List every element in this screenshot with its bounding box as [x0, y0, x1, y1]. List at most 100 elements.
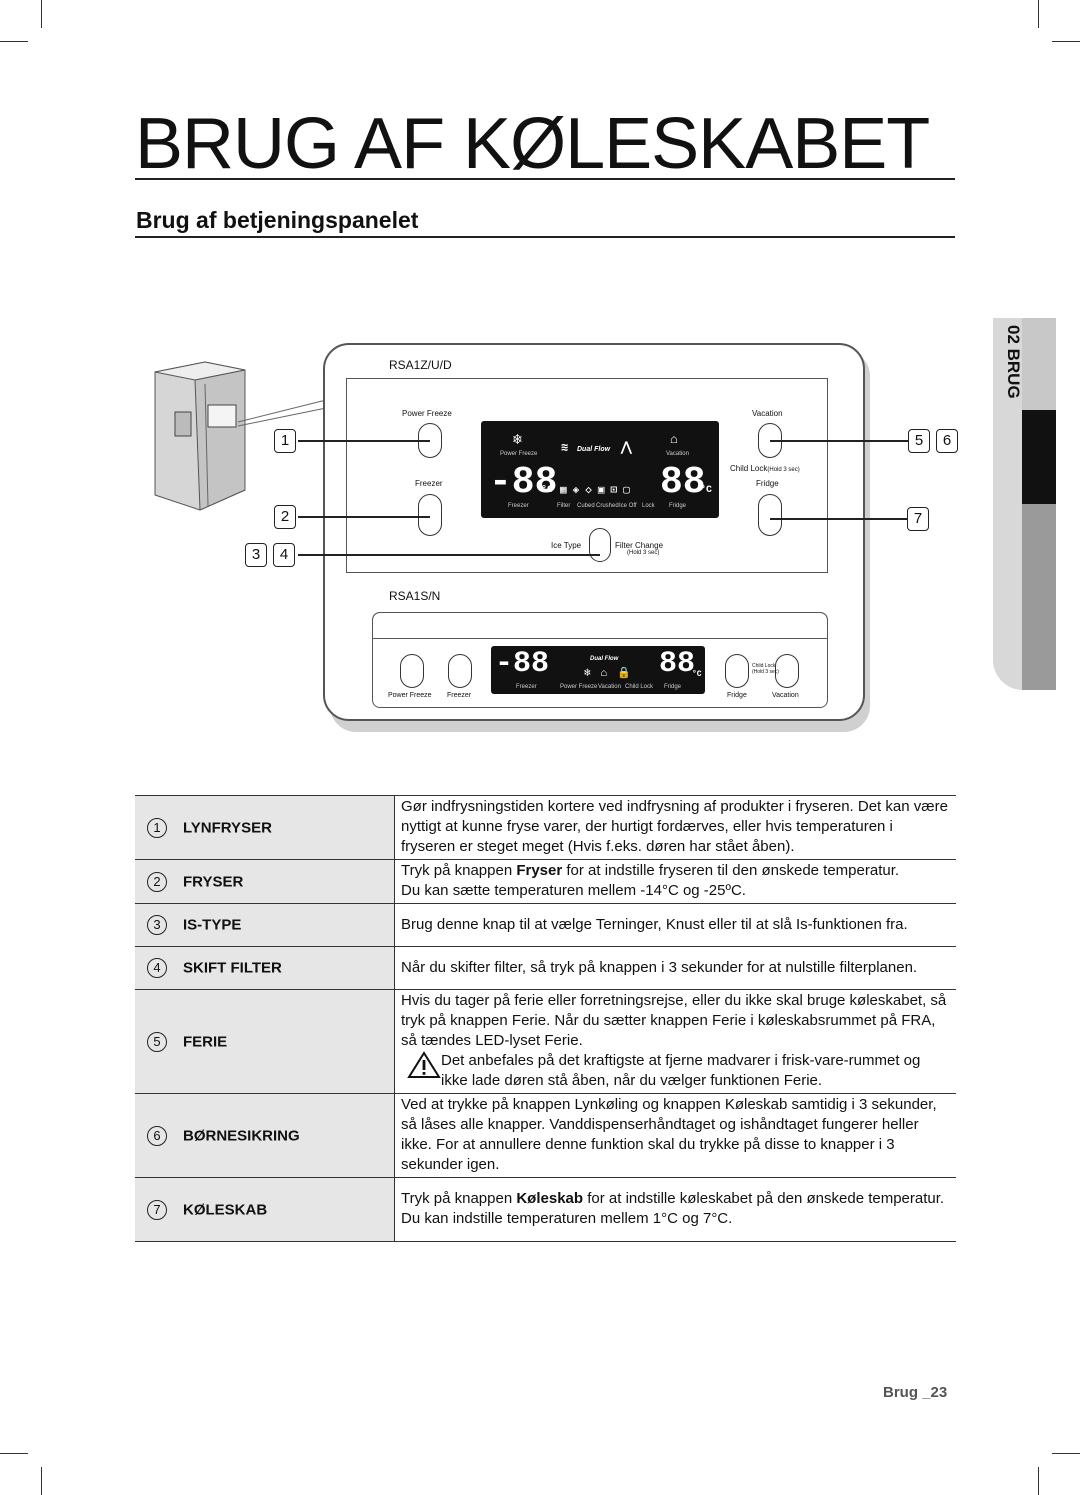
top-display: [481, 421, 719, 518]
warning-icon: [407, 1051, 441, 1078]
crop-mark: [0, 41, 28, 42]
feature-number: 2: [147, 871, 167, 892]
label-filter-change: Filter Change: [615, 541, 664, 550]
crop-mark: [41, 1467, 42, 1495]
section-rule: [135, 236, 955, 238]
callout-4: 4: [273, 543, 295, 567]
feature-description: Gør indfrysningstiden kortere ved indfry…: [394, 795, 956, 860]
dual-flow-icon: ⋀: [621, 440, 632, 455]
crop-mark: [1038, 0, 1039, 28]
feature-number: 3: [147, 915, 167, 935]
bottom-label-power-freeze: Power Freeze: [388, 692, 432, 699]
warning-text: Det anbefales på det kraftigste at fjern…: [441, 1052, 921, 1089]
page-footer: Brug _23: [883, 1384, 948, 1401]
display-label-crushed: Crushed: [596, 503, 619, 509]
crop-mark: [1052, 1453, 1080, 1454]
section-heading: Brug af betjeningspanelet: [136, 207, 419, 233]
feature-description: Hvis du tager på ferie eller forretnings…: [394, 989, 956, 1094]
feature-name: SKIFT FILTER: [183, 959, 282, 977]
feature-number: 5: [147, 1031, 167, 1052]
side-tab-light: [1022, 318, 1056, 410]
table-row: 4 SKIFT FILTER Når du skifter filter, så …: [135, 946, 956, 990]
feature-name: BØRNESIKRING: [183, 1127, 300, 1144]
feature-description: Når du skifter filter, så tryk på knappe…: [394, 946, 956, 990]
leader-line-5-6: [770, 440, 908, 442]
feature-number: 4: [147, 958, 167, 978]
feature-description: Ved at trykke på knappen Lynkøling og kn…: [394, 1093, 956, 1178]
bottom-display-icons: ❄⌂🔒: [584, 668, 641, 680]
crop-mark: [41, 0, 42, 28]
display-freezer-temp: -88: [489, 461, 558, 504]
callout-7: 7: [907, 507, 929, 531]
feature-number: 6: [147, 1125, 167, 1146]
bottom-display-label-child-lock: Child Lock: [625, 684, 654, 690]
bottom-label-freezer: Freezer: [447, 692, 472, 699]
leader-line-3-4: [298, 554, 600, 556]
leader-line-1: [298, 440, 430, 442]
bottom-display-label-freezer: Freezer: [516, 684, 537, 690]
feature-name: IS-TYPE: [183, 916, 242, 934]
feature-label-cell: 3 IS-TYPE: [135, 903, 395, 947]
crop-mark: [1052, 41, 1080, 42]
table-row: 1 LYNFRYSER Gør indfrysningstiden kortere…: [135, 795, 956, 860]
display-label-cubed: Cubed: [577, 503, 595, 509]
feature-description: Tryk på knappen Køleskab for at indstill…: [394, 1177, 956, 1242]
side-tab: [1022, 318, 1056, 690]
top-panel-frame: [346, 378, 828, 573]
label-fridge: Fridge: [756, 479, 779, 488]
vacation-icon: ⌂: [670, 432, 678, 447]
water-flow-icon: ≋: [561, 441, 569, 455]
table-row: 6 BØRNESIKRING Ved at trykke på knappen L…: [135, 1093, 956, 1178]
page-title: BRUG AF KØLESKABET: [135, 104, 930, 184]
display-unit-left: °C: [541, 485, 554, 496]
bottom-fridge-button[interactable]: [725, 654, 749, 688]
bottom-display-dual-flow: Dual Flow: [590, 656, 619, 662]
display-label-filter: Filter: [557, 503, 571, 509]
callout-3: 3: [245, 543, 267, 567]
bottom-power-freeze-button[interactable]: [400, 654, 424, 688]
label-freezer: Freezer: [415, 479, 443, 488]
display-label-ice-off: Ice Off: [619, 503, 637, 509]
bottom-label-vacation: Vacation: [772, 692, 799, 699]
bottom-display-freezer-temp: -88: [495, 647, 550, 681]
bottom-freezer-button[interactable]: [448, 654, 472, 688]
bottom-label-fridge: Fridge: [727, 692, 747, 699]
feature-name: FERIE: [183, 1033, 228, 1050]
label-child-lock: Child Lock(Hold 3 sec): [730, 464, 800, 473]
feature-label-cell: 6 BØRNESIKRING: [135, 1093, 395, 1178]
leader-line-7: [770, 518, 907, 520]
feature-name: LYNFRYSER: [183, 819, 272, 836]
bottom-display-label-power-freeze: Power Freeze: [560, 684, 598, 690]
display-label-freezer: Freezer: [508, 503, 529, 509]
ice-type-filter-button[interactable]: [589, 528, 611, 562]
table-row: 5 FERIE Hvis du tager på ferie eller forr…: [135, 989, 956, 1094]
callout-1: 1: [274, 429, 296, 453]
display-label-power-freeze: Power Freeze: [500, 451, 538, 457]
side-tab-marker: [1022, 410, 1056, 504]
callout-5: 5: [908, 429, 930, 453]
fridge-button[interactable]: [758, 494, 782, 536]
warning-note: Det anbefales på det kraftigste at fjern…: [401, 1051, 950, 1091]
display-label-vacation: Vacation: [666, 451, 689, 457]
side-tab-label: 02 BRUG: [1004, 325, 1023, 399]
feature-label-cell: 1 LYNFRYSER: [135, 795, 395, 860]
freezer-button[interactable]: [418, 494, 442, 536]
display-unit-right: °C: [700, 485, 713, 496]
feature-label-cell: 5 FERIE: [135, 989, 395, 1094]
bottom-vacation-button[interactable]: [775, 654, 799, 688]
leader-line-2: [298, 516, 430, 518]
feature-number: 7: [147, 1199, 167, 1220]
crop-mark: [1038, 1467, 1039, 1495]
feature-table: 1 LYNFRYSER Gør indfrysningstiden kortere…: [135, 795, 956, 1242]
display-label-dual-flow: Dual Flow: [577, 446, 611, 453]
callout-6: 6: [936, 429, 958, 453]
bottom-display-unit: °C: [692, 670, 702, 679]
feature-number: 1: [147, 817, 167, 838]
bottom-display-label-fridge: Fridge: [664, 684, 682, 690]
bottom-panel-strip: [372, 612, 828, 639]
bottom-display-fridge-temp: 88: [659, 647, 696, 681]
